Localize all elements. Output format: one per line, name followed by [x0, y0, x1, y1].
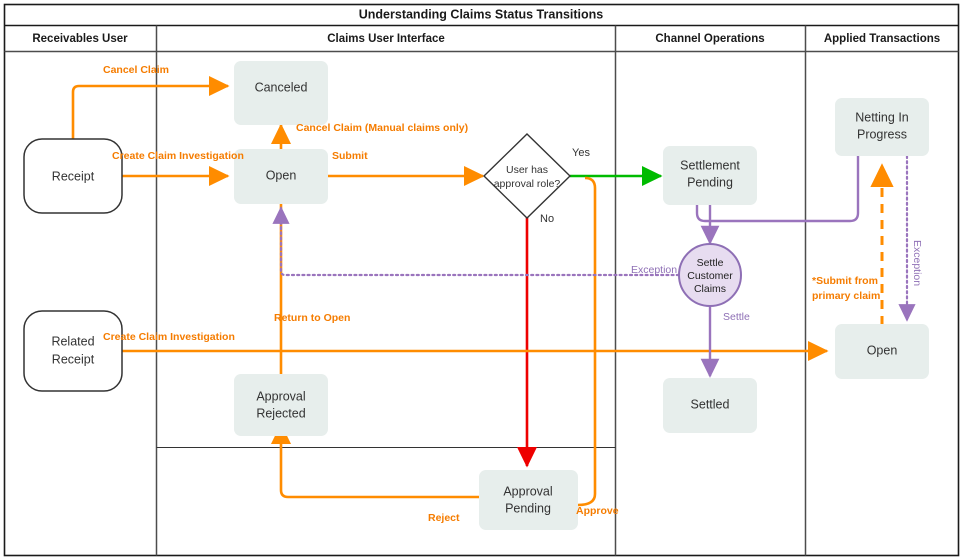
node-approval-pending[interactable]: Approval Pending: [479, 470, 578, 530]
edge-settlement-to-netting: [695, 156, 860, 223]
node-related-receipt-label-line1: Related: [51, 334, 94, 348]
edge-exception-left: [272, 206, 686, 277]
edge-label-no: No: [540, 213, 554, 225]
node-receipt-label: Receipt: [52, 169, 95, 183]
edge-approve: [577, 176, 597, 507]
edge-label-create-claim-investigation-2: Create Claim Investigation: [103, 331, 235, 343]
edge-label-create-claim-investigation-1: Create Claim Investigation: [112, 150, 244, 162]
node-approval-rejected-label-line2: Rejected: [256, 406, 305, 420]
page-title: Understanding Claims Status Transitions: [359, 7, 604, 21]
node-settlement-pending-label-line2: Pending: [687, 175, 733, 189]
node-approval-pending-label-line2: Pending: [505, 501, 551, 515]
node-settlement-pending[interactable]: Settlement Pending: [663, 146, 757, 205]
edge-label-submit-from-primary-line2: primary claim: [812, 290, 880, 302]
edge-label-cancel-claim: Cancel Claim: [103, 64, 169, 76]
lane-header-channel-operations: Channel Operations: [655, 33, 764, 45]
node-settlement-pending-label-line1: Settlement: [680, 158, 740, 172]
edge-cancel-claim: [71, 75, 230, 140]
node-settle-customer-claims[interactable]: Settle Customer Claims: [678, 243, 742, 307]
lane-header-applied-transactions: Applied Transactions: [824, 33, 940, 45]
lane-header-claims-user-interface: Claims User Interface: [327, 33, 445, 45]
node-decision-user-has-approval-role[interactable]: User has approval role?: [482, 133, 572, 219]
node-related-receipt[interactable]: Related Receipt: [23, 310, 123, 392]
edge-label-submit-from-primary-line1: *Submit from: [812, 275, 878, 287]
edge-label-exception-left: Exception: [631, 264, 677, 276]
edge-label-settle: Settle: [723, 311, 750, 323]
edge-label-reject: Reject: [428, 512, 460, 524]
node-settled-label: Settled: [691, 397, 730, 411]
node-approval-rejected-label-line1: Approval: [256, 389, 305, 403]
node-receipt[interactable]: Receipt: [23, 138, 123, 214]
edge-label-exception-right: Exception: [911, 240, 923, 286]
node-open-claims[interactable]: Open: [234, 149, 328, 204]
edge-label-return-to-open: Return to Open: [274, 312, 350, 324]
node-netting-in-progress-label-line1: Netting In: [855, 110, 909, 124]
node-settle-customer-claims-label-line3: Claims: [694, 283, 726, 295]
node-settle-customer-claims-label-line2: Customer: [687, 270, 733, 282]
edge-label-yes: Yes: [572, 147, 590, 159]
edge-label-cancel-claim-manual: Cancel Claim (Manual claims only): [296, 122, 468, 134]
edge-reject: [270, 423, 479, 499]
node-canceled[interactable]: Canceled: [234, 61, 328, 125]
node-settle-customer-claims-label-line1: Settle: [697, 257, 724, 269]
node-approval-pending-label-line1: Approval: [503, 484, 552, 498]
node-canceled-label: Canceled: [255, 80, 308, 94]
node-approval-rejected[interactable]: Approval Rejected: [234, 374, 328, 436]
diagram-frame: [3, 3, 960, 557]
node-decision-label-line1: User has: [506, 164, 548, 176]
node-related-receipt-label-line2: Receipt: [52, 352, 95, 366]
node-netting-in-progress-label-line2: Progress: [857, 127, 907, 141]
node-decision-label-line2: approval role?: [494, 178, 561, 190]
node-netting-in-progress[interactable]: Netting In Progress: [835, 98, 929, 156]
node-open-applied-label: Open: [867, 343, 898, 357]
node-open-claims-label: Open: [266, 168, 297, 182]
node-open-applied[interactable]: Open: [835, 324, 929, 379]
lane-header-receivables-user: Receivables User: [32, 33, 128, 45]
edge-label-submit: Submit: [332, 150, 368, 162]
node-settled[interactable]: Settled: [663, 378, 757, 433]
edge-label-approve: Approve: [576, 505, 619, 517]
